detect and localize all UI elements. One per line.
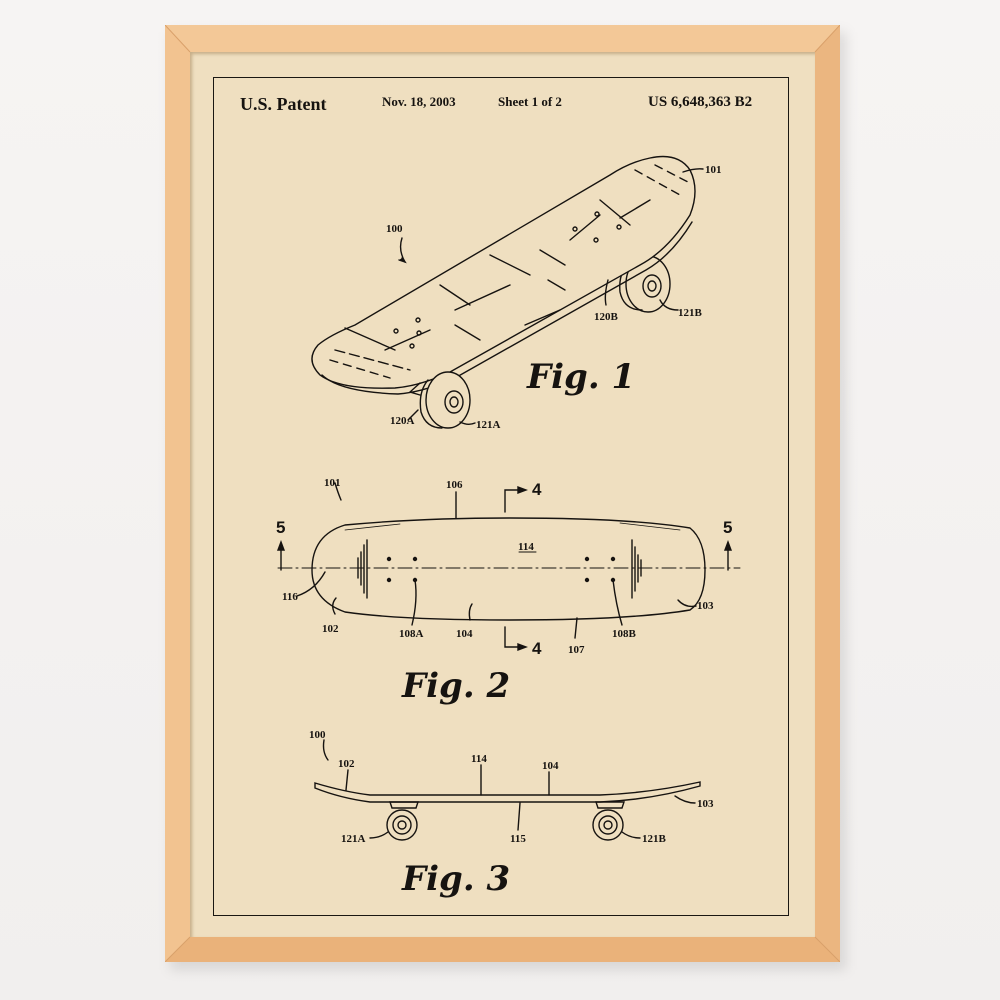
sheet-border: [213, 77, 789, 916]
label-114-fig3: 114: [471, 753, 487, 765]
paper-print: [190, 52, 815, 937]
label-107: 107: [568, 644, 585, 656]
label-102-fig3: 102: [338, 758, 355, 770]
section-marker-4-top: 4: [532, 480, 542, 499]
fig3-side-view-drawing: [314, 739, 701, 841]
label-104-fig2: 104: [456, 628, 473, 640]
section-marker-4-bottom: 4: [532, 639, 542, 658]
label-120b-fig1: 120B: [594, 311, 619, 323]
label-100-fig1: 100: [386, 223, 403, 235]
label-104-fig3: 104: [542, 760, 559, 772]
section-marker-5-right: 5: [723, 518, 732, 537]
label-103-fig3: 103: [697, 798, 714, 810]
label-121b-fig3: 121B: [642, 833, 667, 845]
label-106: 106: [446, 479, 463, 491]
label-100-fig3: 100: [309, 729, 326, 741]
fig1-caption: Fig. 1: [526, 357, 635, 397]
label-108a: 108A: [399, 628, 424, 640]
label-115: 115: [510, 833, 526, 845]
label-121a-fig3: 121A: [341, 833, 366, 845]
label-121a-fig1: 121A: [476, 419, 501, 431]
patent-number: US 6,648,363 B2: [648, 94, 753, 110]
label-101-fig2: 101: [324, 477, 341, 489]
fig3-caption: Fig. 3: [401, 859, 510, 899]
fig2-caption: Fig. 2: [401, 666, 510, 706]
patent-date: Nov. 18, 2003: [382, 94, 456, 109]
label-108b: 108B: [612, 628, 637, 640]
label-114-fig2: 114: [518, 541, 534, 553]
label-102-fig2: 102: [322, 623, 339, 635]
label-121b-fig1: 121B: [678, 307, 703, 319]
fig2-top-view-drawing: [276, 482, 741, 652]
sheet-number: Sheet 1 of 2: [498, 94, 562, 109]
label-101-fig1: 101: [705, 164, 722, 176]
label-103-fig2: 103: [697, 600, 714, 612]
fig1-skateboard-drawing: [311, 155, 704, 429]
frame-bevels: [165, 25, 840, 962]
label-116: 116: [282, 591, 298, 603]
section-marker-5-left: 5: [276, 518, 285, 537]
patent-header-title: U.S. Patent: [240, 94, 327, 114]
label-120a-fig1: 120A: [390, 415, 415, 427]
